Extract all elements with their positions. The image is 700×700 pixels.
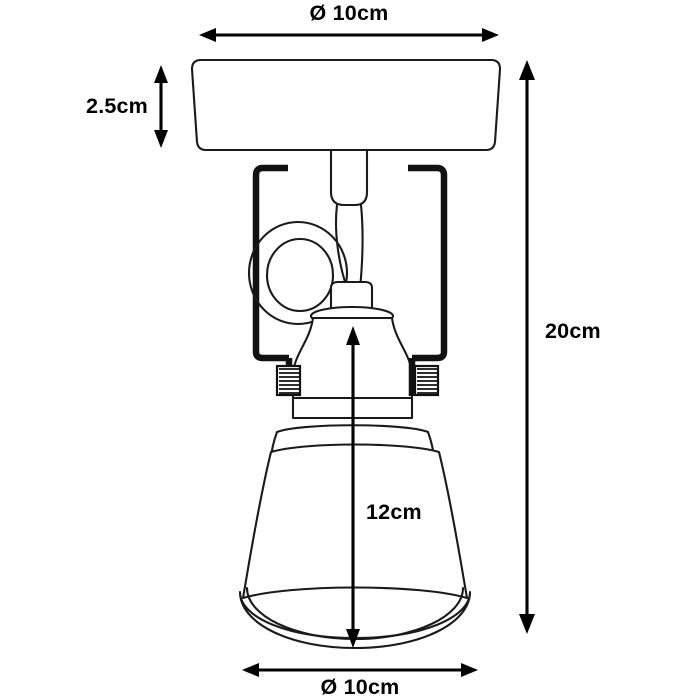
center-dim-arrow-top xyxy=(346,326,360,345)
bottom-dim-arrow-right xyxy=(461,663,478,677)
mounting-stem xyxy=(329,148,369,207)
ceiling-mount-plate xyxy=(190,58,502,152)
power-cable-strand-left xyxy=(334,203,349,290)
plate-height-label: 2.5cm xyxy=(86,94,148,118)
dimension-top-diameter: Ø 10cm xyxy=(199,1,499,42)
dimension-plate-height: 2.5cm xyxy=(86,65,168,148)
left-dim-arrow-bottom xyxy=(154,130,168,148)
left-thumbscrew-ridges xyxy=(279,368,299,394)
power-cable-strand-right xyxy=(358,203,364,291)
power-cable-loop-inner xyxy=(265,237,335,313)
center-dim-arrow-bottom xyxy=(346,629,360,648)
right-dim-arrow-top xyxy=(519,60,535,80)
dimension-bottom-diameter: Ø 10cm xyxy=(242,663,478,699)
u-shaped-mounting-bracket xyxy=(252,164,448,362)
cone-lamp-shade xyxy=(241,443,469,600)
top-dim-arrow-right xyxy=(482,28,499,42)
top-diameter-label: Ø 10cm xyxy=(310,1,389,25)
dimension-total-height: 20cm xyxy=(519,60,601,634)
top-dim-arrow-left xyxy=(199,28,216,42)
bottom-diameter-label: Ø 10cm xyxy=(321,675,400,699)
left-dim-arrow-top xyxy=(154,65,168,83)
bottom-dim-arrow-left xyxy=(242,663,259,677)
shade-height-label: 12cm xyxy=(366,500,422,524)
power-cable-loop-outer xyxy=(247,220,349,326)
total-height-label: 20cm xyxy=(545,319,601,343)
dimension-shade-height: 12cm xyxy=(346,326,422,648)
right-thumbscrew-ridges xyxy=(417,368,437,394)
right-dim-arrow-bottom xyxy=(519,614,535,634)
